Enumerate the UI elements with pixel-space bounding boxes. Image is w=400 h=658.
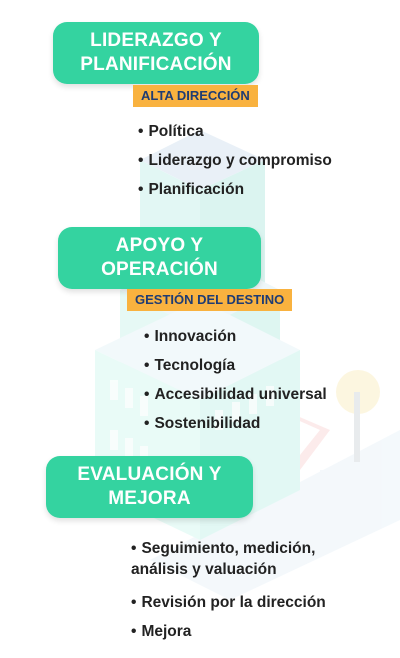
section-leadership-title: LIDERAZGO Y PLANIFICACIÓN	[53, 22, 259, 84]
bullet-dot: •	[144, 357, 150, 374]
section-leadership-title-line2: PLANIFICACIÓN	[80, 54, 232, 75]
list-item: •Política	[138, 123, 204, 140]
bullet-dot: •	[131, 594, 137, 611]
bullet-dot: •	[138, 123, 144, 140]
section-evaluation-title-line1: EVALUACIÓN Y	[77, 464, 222, 485]
list-item: •Liderazgo y compromiso	[138, 152, 332, 169]
section-operation-title-line2: OPERACIÓN	[101, 259, 218, 280]
bullet-dot: •	[144, 328, 150, 345]
list-item: •Seguimiento, medición, análisis y valua…	[131, 540, 316, 578]
section-operation-title: APOYO Y OPERACIÓN	[58, 227, 261, 289]
list-item: •Planificación	[138, 181, 245, 198]
list-item: •Tecnología	[144, 357, 236, 374]
list-item: •Revisión por la dirección	[131, 594, 326, 611]
list-item: •Mejora	[131, 623, 192, 640]
section-leadership-tag: ALTA DIRECCIÓN	[133, 85, 258, 107]
bullet-dot: •	[138, 152, 144, 169]
bullet-dot: •	[131, 540, 137, 557]
bullet-dot: •	[144, 386, 150, 403]
section-operation-list: •Innovación •Tecnología •Accesibilidad u…	[144, 322, 327, 438]
section-leadership-list: •Política •Liderazgo y compromiso •Plani…	[138, 117, 332, 204]
list-item: •Sostenibilidad	[144, 415, 261, 432]
section-evaluation-title-line2: MEJORA	[108, 488, 191, 509]
bullet-dot: •	[138, 181, 144, 198]
section-operation-title-line1: APOYO Y	[115, 235, 204, 256]
section-operation-tag: GESTIÓN DEL DESTINO	[127, 289, 293, 311]
section-evaluation-title: EVALUACIÓN Y MEJORA	[46, 456, 253, 518]
list-item: •Accesibilidad universal	[144, 386, 327, 403]
bullet-dot: •	[144, 415, 150, 432]
bullet-dot: •	[131, 623, 137, 640]
section-leadership-title-line1: LIDERAZGO Y	[90, 30, 222, 51]
section-evaluation-list: •Seguimiento, medición, análisis y valua…	[131, 538, 351, 646]
list-item: •Innovación	[144, 328, 237, 345]
